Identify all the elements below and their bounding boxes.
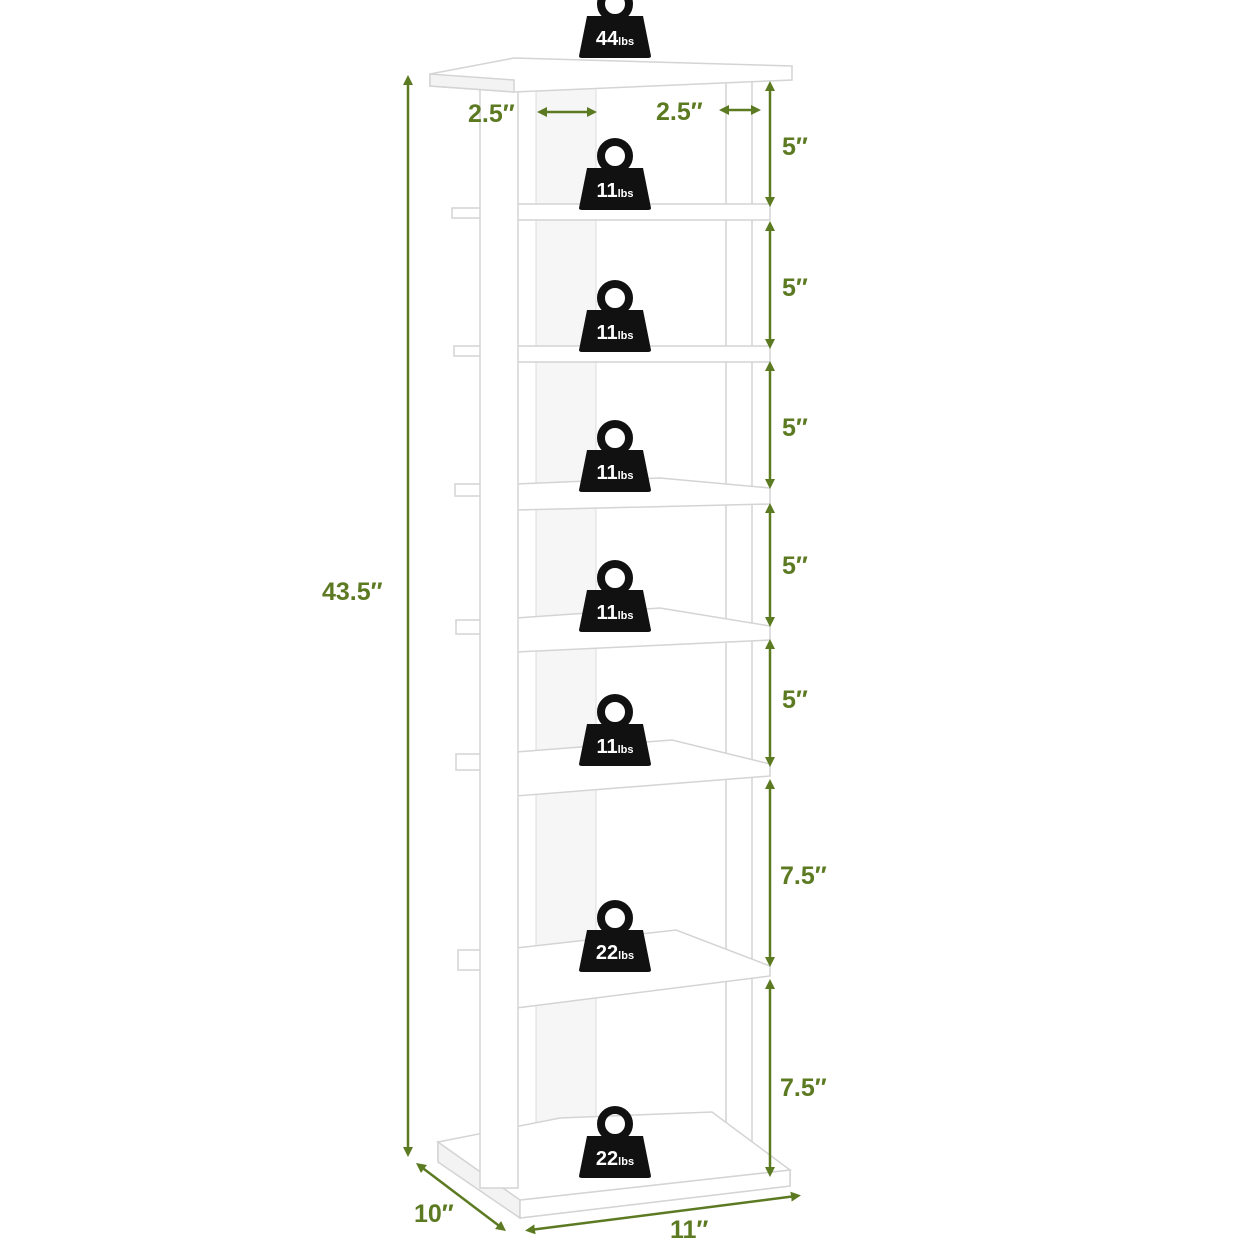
shoe-rack	[429, 57, 793, 1220]
tier-gap-label: 5″	[782, 414, 808, 442]
dimension-labels: 43.5″ 10″ 11″ 2.5″ 2.5″ 5″ 5″ 5″ 5″ 5″ 7…	[322, 98, 827, 1240]
depth-arrow	[416, 1162, 506, 1232]
weight-body-icon	[579, 450, 651, 492]
weight-badge: 11lbs	[579, 560, 651, 632]
weight-badge: 22lbs	[579, 1106, 651, 1178]
tier-gap-label: 5″	[782, 552, 808, 580]
weight-label: 11lbs	[596, 180, 633, 202]
left-inset-label: 2.5″	[468, 100, 515, 128]
weight-label: 11lbs	[596, 462, 633, 484]
weight-handle-icon	[597, 280, 633, 316]
top-board	[429, 57, 793, 93]
weight-body-icon	[579, 168, 651, 210]
weight-badge: 22lbs	[579, 900, 651, 972]
weight-handle-icon	[597, 900, 633, 936]
weight-label: 22lbs	[596, 1148, 634, 1170]
total-height-label: 43.5″	[322, 578, 383, 606]
weight-badge: 11lbs	[579, 138, 651, 210]
front-left-post	[479, 77, 519, 1189]
tier-gap-label: 5″	[782, 274, 808, 302]
weight-body-icon	[579, 590, 651, 632]
weight-handle-icon	[597, 138, 633, 174]
tier-gap-label: 7.5″	[780, 862, 827, 890]
weight-badge: 11lbs	[579, 694, 651, 766]
weight-badge: 11lbs	[579, 280, 651, 352]
depth-label: 10″	[414, 1200, 454, 1228]
weight-label: 44lbs	[596, 28, 634, 50]
weight-body-icon	[579, 1136, 651, 1178]
dimension-lines	[403, 75, 801, 1235]
weight-handle-icon	[597, 0, 633, 22]
weight-body-icon	[579, 16, 651, 58]
weight-handle-icon	[597, 560, 633, 596]
width-arrow	[525, 1191, 801, 1235]
weight-label: 11lbs	[596, 736, 633, 758]
weight-handle-icon	[597, 420, 633, 456]
weight-body-icon	[579, 930, 651, 972]
weight-badge: 11lbs	[579, 420, 651, 492]
weight-body-icon	[579, 310, 651, 352]
weight-handle-icon	[597, 694, 633, 730]
weight-label: 11lbs	[596, 602, 633, 624]
right-inset-label: 2.5″	[656, 98, 703, 126]
tier-gap-label: 5″	[782, 133, 808, 161]
weight-badges: 44lbs 11lbs 11lbs 11lbs 11lbs 11lbs 22lbs 22lbs	[579, 0, 651, 1178]
width-label: 11″	[670, 1216, 708, 1240]
weight-badge: 44lbs	[579, 0, 651, 58]
weight-label: 11lbs	[596, 322, 633, 344]
weight-body-icon	[579, 724, 651, 766]
tier-gap-label: 5″	[782, 686, 808, 714]
tier-gap-label: 7.5″	[780, 1074, 827, 1102]
weight-label: 22lbs	[596, 942, 634, 964]
